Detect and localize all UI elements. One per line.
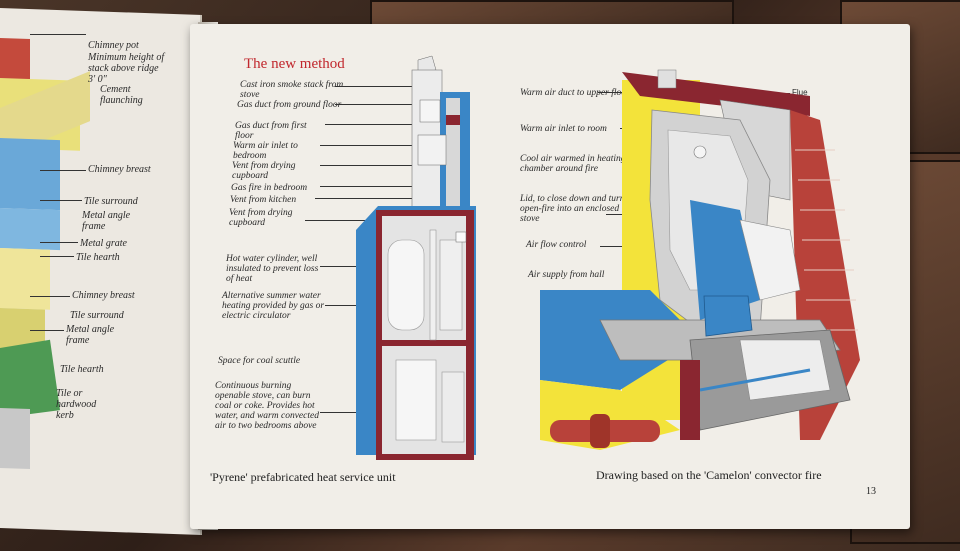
label-metal-angle-bottom: Metal angle frame (66, 324, 115, 346)
label-air-flow-control: Air flow control (526, 240, 587, 250)
label-chimney-pot: Chimney pot (88, 40, 139, 51)
label-hot-water: Hot water cylinder, well insulated to pr… (226, 254, 319, 284)
label-cement-flaunching: Cement flaunching (100, 84, 143, 106)
label-vent-kitchen: Vent from kitchen (230, 195, 297, 205)
label-warm-air-bedroom: Warm air inlet to bedroom (233, 141, 298, 161)
leader-line (320, 145, 413, 146)
chimney-breast-blue (0, 138, 60, 211)
page-number: 13 (866, 486, 876, 497)
leader-line (40, 242, 78, 243)
label-tile-hearth-bottom: Tile hearth (60, 364, 104, 375)
label-warm-air-upper: Warm air duct to upper floor (520, 88, 630, 98)
label-gas-duct-ground: Gas duct from ground floor (237, 100, 342, 110)
label-lid: Lid, to close down and turn open-fire in… (520, 194, 625, 224)
label-warm-air-room: Warm air inlet to room (520, 124, 607, 134)
label-metal-angle-top: Metal angle frame (82, 210, 131, 232)
label-tile-surround-bottom: Tile surround (70, 310, 124, 321)
leader-line (325, 124, 413, 125)
hearth-green (0, 339, 60, 418)
leader-line (315, 198, 420, 199)
leader-line (30, 330, 64, 331)
leader-line (40, 256, 74, 257)
label-continuous-stove: Continuous burning openable stove, can b… (215, 381, 319, 431)
leader-line (305, 220, 380, 221)
label-chimney-breast-bottom: Chimney breast (72, 290, 135, 301)
label-metal-grate: Metal grate (80, 238, 127, 249)
label-gas-fire: Gas fire in bedroom (231, 183, 308, 193)
label-coal-scuttle: Space for coal scuttle (218, 356, 301, 366)
label-air-supply: Air supply from hall (528, 270, 605, 280)
hot-water-cylinder (387, 239, 425, 331)
label-gas-duct-first: Gas duct from first floor (235, 121, 307, 141)
page-title: The new method (244, 56, 345, 72)
caption-camelon: Drawing based on the 'Camelon' convector… (596, 468, 822, 482)
label-flue: Flue (792, 88, 808, 97)
leader-line (40, 200, 82, 201)
leader-line (30, 296, 70, 297)
leader-line (335, 86, 413, 87)
label-kerb: Tile or hardwood kerb (56, 388, 97, 421)
leader-line (320, 186, 420, 187)
label-alt-summer: Alternative summer water heating provide… (222, 291, 325, 321)
left-page-illustration (0, 38, 90, 470)
leader-line (335, 104, 413, 105)
table-tile (370, 0, 734, 26)
label-tile-hearth-top: Tile hearth (76, 252, 120, 263)
air-duct-top (657, 69, 677, 89)
label-smoke-stack: Cast iron smoke stack from stove (240, 80, 344, 100)
label-tile-surround-top: Tile surround (84, 196, 138, 207)
label-cool-air: Cool air warmed in heating chamber aroun… (520, 154, 626, 174)
leader-line (30, 34, 86, 35)
label-chimney-breast-top: Chimney breast (88, 164, 151, 175)
caption-pyrene: 'Pyrene' prefabricated heat service unit (210, 470, 396, 484)
label-vent-drying: Vent from drying cupboard (229, 208, 293, 228)
stove (395, 359, 437, 441)
label-min-height: Minimum height of stack above ridge 3' 0… (88, 52, 165, 85)
leader-line (40, 170, 86, 171)
left-page (0, 8, 202, 536)
leader-line (320, 165, 413, 166)
label-vent-drying-top: Vent from drying cupboard (232, 161, 296, 181)
